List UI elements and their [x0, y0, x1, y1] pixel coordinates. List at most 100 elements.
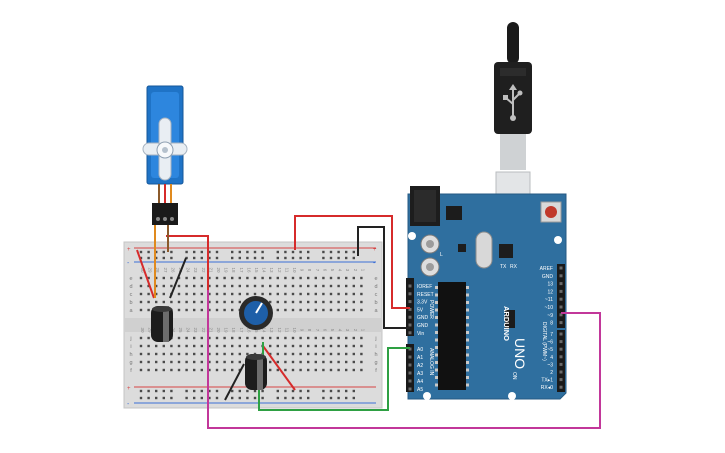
breadboard-hole[interactable]	[284, 308, 287, 312]
breadboard-hole[interactable]	[193, 292, 196, 296]
breadboard-hole[interactable]	[139, 360, 143, 364]
breadboard-hole[interactable]	[322, 308, 325, 312]
breadboard-hole[interactable]	[307, 396, 310, 400]
header-pin[interactable]	[559, 321, 563, 325]
breadboard-hole[interactable]	[155, 284, 158, 288]
header-pin[interactable]	[559, 355, 563, 359]
breadboard-hole[interactable]	[299, 250, 302, 254]
breadboard-hole[interactable]	[291, 368, 295, 372]
breadboard-hole[interactable]	[238, 292, 241, 296]
breadboard-hole[interactable]	[238, 276, 241, 280]
breadboard-hole[interactable]	[185, 300, 188, 304]
breadboard-hole[interactable]	[329, 344, 333, 348]
breadboard-hole[interactable]	[170, 250, 173, 254]
breadboard-hole[interactable]	[162, 396, 165, 400]
breadboard-hole[interactable]	[307, 360, 310, 364]
breadboard-hole[interactable]	[345, 300, 348, 304]
breadboard-hole[interactable]	[155, 368, 158, 372]
header-pin[interactable]	[408, 307, 412, 311]
breadboard-hole[interactable]	[193, 300, 196, 304]
breadboard-hole[interactable]	[261, 256, 264, 260]
breadboard-hole[interactable]	[200, 360, 203, 364]
breadboard-hole[interactable]	[246, 389, 249, 393]
breadboard-hole[interactable]	[193, 308, 196, 312]
breadboard-hole[interactable]	[299, 276, 302, 280]
header-pin[interactable]	[408, 323, 412, 327]
breadboard-hole[interactable]	[284, 292, 287, 296]
breadboard-hole[interactable]	[307, 300, 310, 304]
breadboard-hole[interactable]	[185, 292, 188, 296]
breadboard-hole[interactable]	[147, 256, 150, 260]
breadboard-hole[interactable]	[291, 276, 295, 280]
breadboard-hole[interactable]	[329, 368, 333, 372]
breadboard-hole[interactable]	[345, 292, 348, 296]
breadboard-hole[interactable]	[155, 300, 158, 304]
breadboard-hole[interactable]	[276, 308, 279, 312]
breadboard-hole[interactable]	[345, 368, 348, 372]
breadboard-hole[interactable]	[238, 256, 241, 260]
breadboard-hole[interactable]	[208, 360, 211, 364]
breadboard-hole[interactable]	[246, 276, 249, 280]
breadboard-hole[interactable]	[238, 344, 241, 348]
breadboard-hole[interactable]	[299, 336, 302, 340]
breadboard-hole[interactable]	[246, 396, 249, 400]
breadboard-hole[interactable]	[231, 276, 234, 280]
breadboard-hole[interactable]	[246, 352, 249, 356]
breadboard-hole[interactable]	[284, 300, 287, 304]
breadboard-hole[interactable]	[223, 352, 226, 356]
breadboard-hole[interactable]	[177, 360, 181, 364]
breadboard-hole[interactable]	[215, 344, 219, 348]
breadboard-hole[interactable]	[170, 276, 173, 280]
breadboard-hole[interactable]	[322, 284, 325, 288]
breadboard-hole[interactable]	[299, 360, 302, 364]
breadboard-hole[interactable]	[246, 292, 249, 296]
breadboard-hole[interactable]	[307, 308, 310, 312]
breadboard-hole[interactable]	[253, 336, 257, 340]
breadboard-hole[interactable]	[162, 300, 165, 304]
breadboard-hole[interactable]	[253, 396, 257, 400]
breadboard-hole[interactable]	[200, 344, 203, 348]
breadboard-hole[interactable]	[231, 344, 234, 348]
breadboard-hole[interactable]	[276, 344, 279, 348]
breadboard-hole[interactable]	[299, 308, 302, 312]
breadboard-hole[interactable]	[261, 389, 264, 393]
breadboard-hole[interactable]	[139, 308, 143, 312]
breadboard-hole[interactable]	[360, 292, 363, 296]
breadboard-hole[interactable]	[299, 300, 302, 304]
breadboard-hole[interactable]	[345, 284, 348, 288]
breadboard-hole[interactable]	[238, 389, 241, 393]
breadboard-hole[interactable]	[208, 276, 211, 280]
breadboard-hole[interactable]	[284, 284, 287, 288]
breadboard-hole[interactable]	[170, 396, 173, 400]
breadboard-hole[interactable]	[276, 284, 279, 288]
breadboard-hole[interactable]	[322, 250, 325, 254]
breadboard-hole[interactable]	[200, 250, 203, 254]
breadboard-hole[interactable]	[314, 368, 317, 372]
header-pin[interactable]	[408, 363, 412, 367]
breadboard-hole[interactable]	[337, 308, 340, 312]
breadboard-hole[interactable]	[139, 256, 143, 260]
breadboard-hole[interactable]	[147, 276, 150, 280]
breadboard-hole[interactable]	[170, 300, 173, 304]
breadboard-hole[interactable]	[231, 256, 234, 260]
breadboard-hole[interactable]	[329, 250, 333, 254]
breadboard-hole[interactable]	[238, 284, 241, 288]
header-pin[interactable]	[559, 289, 563, 293]
breadboard-hole[interactable]	[185, 250, 188, 254]
breadboard-hole[interactable]	[193, 256, 196, 260]
breadboard-hole[interactable]	[185, 344, 188, 348]
breadboard-hole[interactable]	[193, 336, 196, 340]
breadboard-hole[interactable]	[360, 360, 363, 364]
breadboard-hole[interactable]	[200, 352, 203, 356]
breadboard-hole[interactable]	[193, 389, 196, 393]
breadboard-hole[interactable]	[345, 360, 348, 364]
breadboard-hole[interactable]	[147, 360, 150, 364]
breadboard-hole[interactable]	[322, 360, 325, 364]
breadboard-hole[interactable]	[208, 344, 211, 348]
breadboard-hole[interactable]	[261, 336, 264, 340]
breadboard-hole[interactable]	[284, 396, 287, 400]
breadboard-hole[interactable]	[360, 276, 363, 280]
header-pin[interactable]	[408, 355, 412, 359]
breadboard-hole[interactable]	[291, 344, 295, 348]
breadboard-hole[interactable]	[269, 276, 272, 280]
